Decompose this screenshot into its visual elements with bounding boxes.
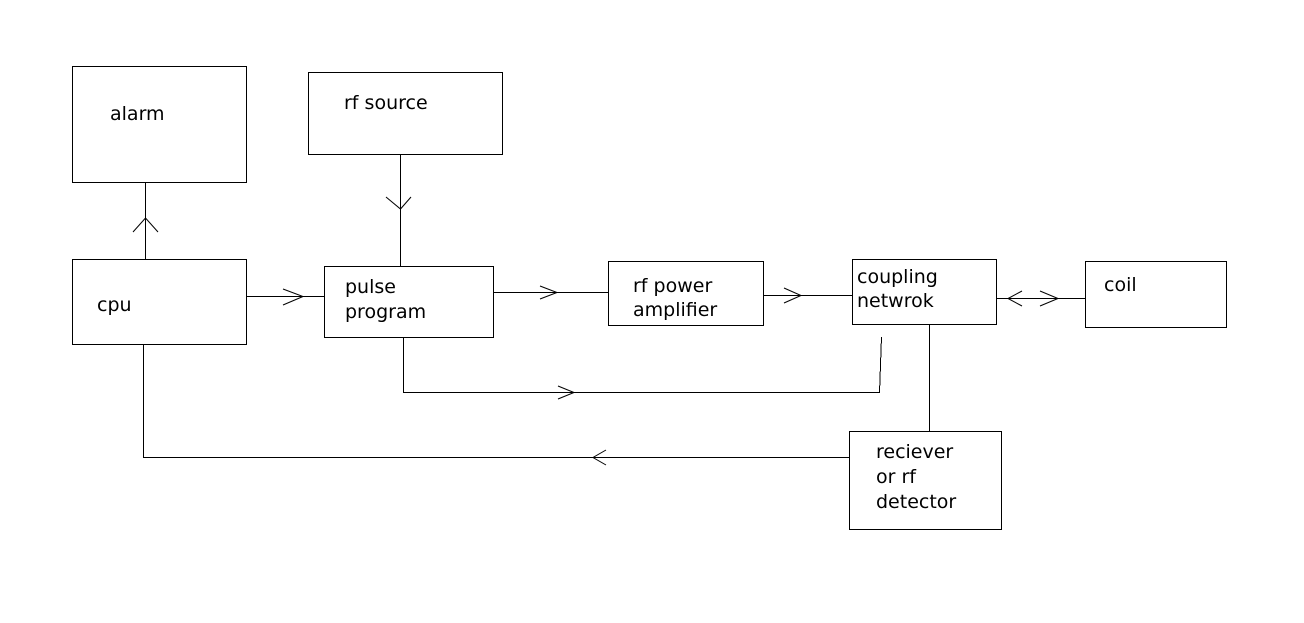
pulse-program-block: pulse program <box>324 266 494 338</box>
receiver-block: reciever or rf detector <box>849 431 1002 530</box>
receiver-label-line3: detector <box>876 491 957 513</box>
connector-pulse-coupling-lower <box>403 336 882 393</box>
arrowhead-to-pulse-from-cpu <box>282 288 305 306</box>
alarm-block: alarm <box>72 66 247 183</box>
arrowhead-to-coupling <box>783 287 803 304</box>
rf-power-amplifier-label-line2: amplifier <box>633 299 718 321</box>
arrowhead-to-amplifier <box>539 285 559 300</box>
coupling-network-label-line1: coupling <box>857 266 938 288</box>
receiver-label-line1: reciever <box>876 441 954 463</box>
arrowhead-to-coil <box>1039 290 1060 307</box>
coil-block: coil <box>1085 261 1227 328</box>
rf-source-block: rf source <box>308 72 503 155</box>
arrowhead-to-alarm <box>132 217 159 233</box>
rf-power-amplifier-label-line1: rf power <box>633 275 713 297</box>
pulse-program-label-line1: pulse <box>345 276 396 298</box>
coil-label: coil <box>1104 274 1137 296</box>
connector-receiver-cpu <box>143 344 850 458</box>
cpu-block: cpu <box>72 259 247 345</box>
arrowhead-to-pulse-from-rfsource <box>385 196 412 210</box>
arrowhead-lower-path <box>557 385 576 400</box>
cpu-label: cpu <box>97 294 132 316</box>
pulse-program-label-line2: program <box>345 301 427 323</box>
coupling-network-block: coupling netwrok <box>852 259 997 325</box>
arrowhead-to-coupling-from-coil <box>1006 290 1023 307</box>
alarm-label: alarm <box>110 103 165 125</box>
receiver-label-line2: or rf <box>876 466 916 488</box>
arrowhead-to-cpu-return <box>591 449 607 466</box>
rf-power-amplifier-block: rf power amplifier <box>608 261 764 326</box>
coupling-network-label-line2: netwrok <box>857 290 934 312</box>
rf-source-label: rf source <box>344 92 428 114</box>
